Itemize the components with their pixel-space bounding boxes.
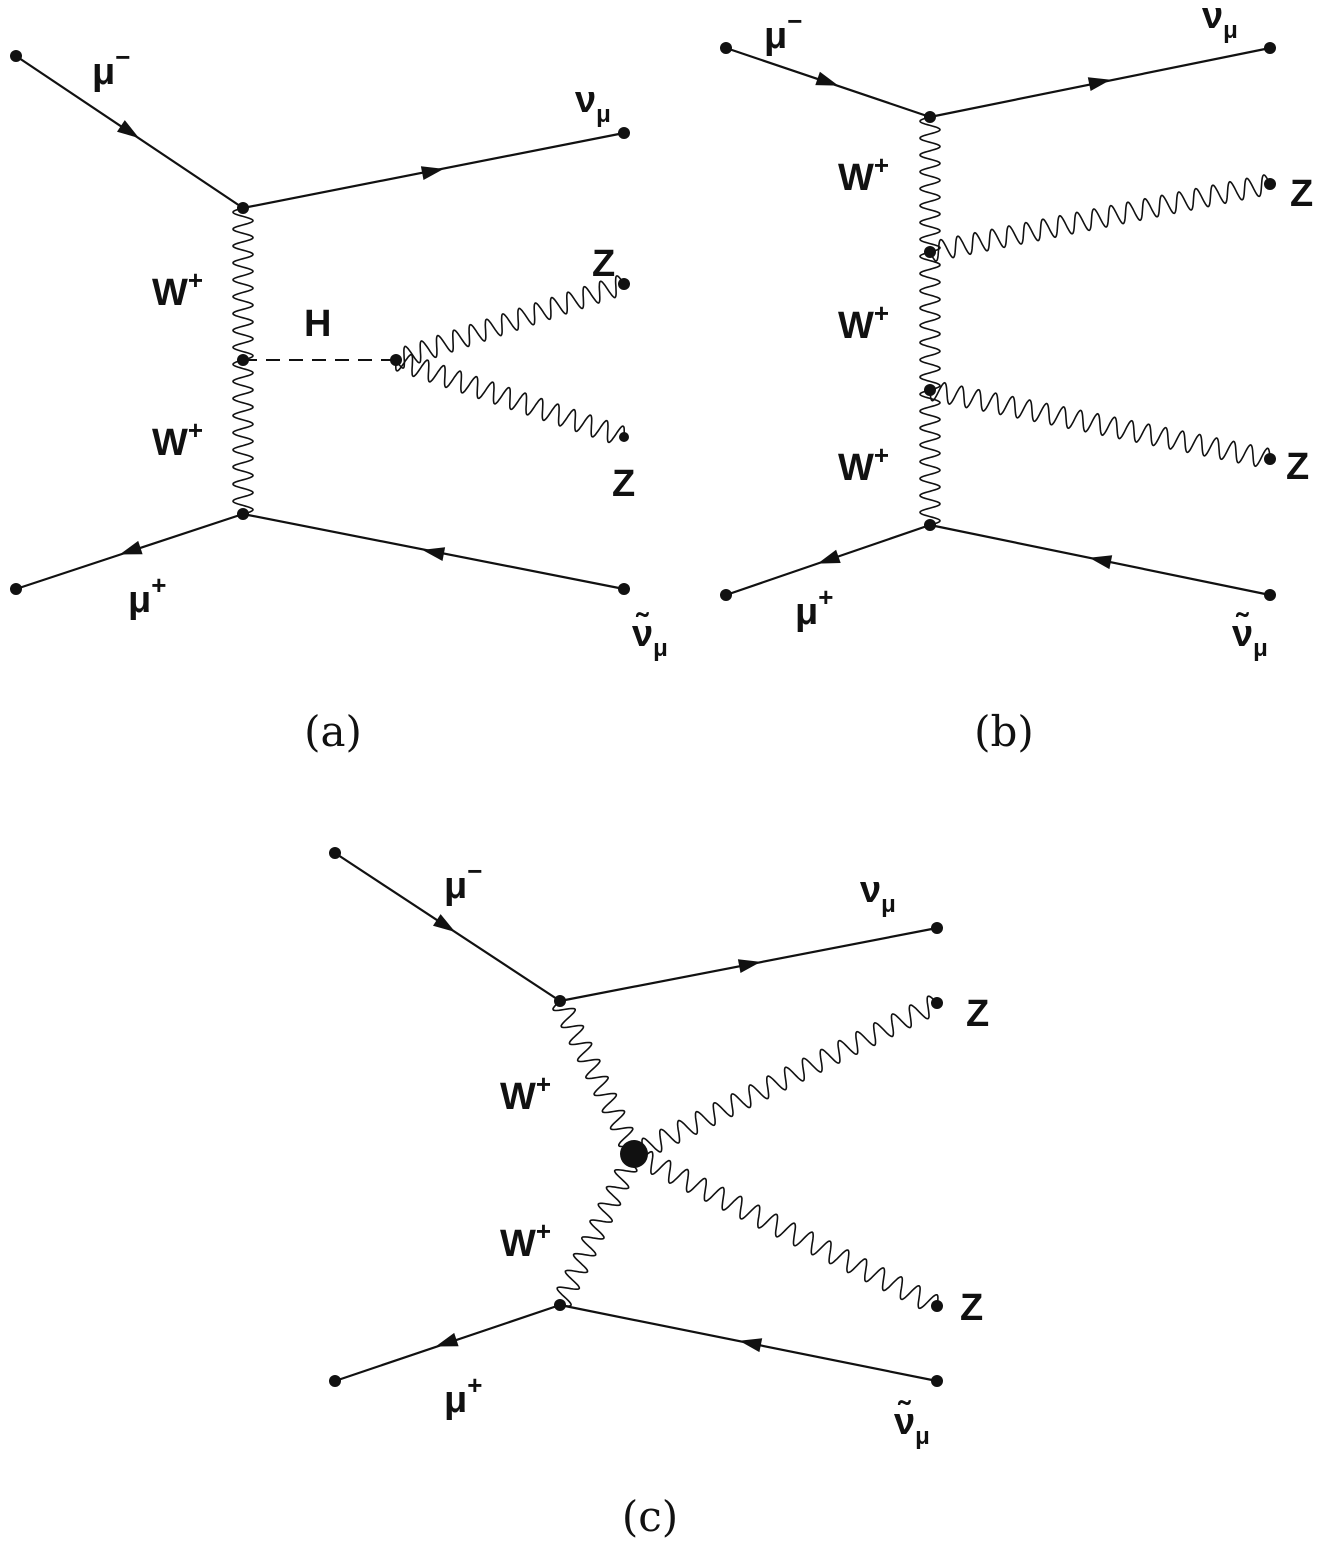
b-vertex-neutrino-out xyxy=(1264,42,1276,54)
a-label-z-upper: Z xyxy=(592,243,615,285)
a-vertex-higgs-z xyxy=(390,354,402,366)
c-vertex-lower xyxy=(554,1299,566,1311)
a-arrow-antimuon xyxy=(119,540,143,555)
c-w-propagator-upper xyxy=(552,1000,642,1155)
diagram-a: μ− νμ W+ H Z W+ Z μ+ ν̃μ (a) xyxy=(10,42,668,756)
b-label-w-plus-bottom: W+ xyxy=(838,440,889,489)
b-label-z-upper: Z xyxy=(1290,173,1313,215)
b-vertex-antineutrino xyxy=(1264,589,1276,601)
c-label-w-plus-upper: W+ xyxy=(500,1069,551,1118)
b-label-mu-plus: μ+ xyxy=(795,582,833,633)
c-vertex-antimuon xyxy=(329,1375,341,1387)
b-label-mu-minus: μ− xyxy=(764,6,802,57)
b-vertex-antimuon xyxy=(720,589,732,601)
c-label-mu-plus: μ+ xyxy=(444,1370,482,1421)
b-w-propagator-bottom xyxy=(919,389,941,526)
a-arrow-neutrino-out xyxy=(420,166,444,180)
c-label-mu-minus: μ− xyxy=(444,856,482,907)
b-label-antineutrino: ν̃μ xyxy=(1232,611,1268,662)
a-label-antineutrino: ν̃μ xyxy=(632,611,668,662)
a-w-propagator-bottom xyxy=(232,359,254,515)
caption-c: (c) xyxy=(622,1492,678,1541)
b-z-boson-upper xyxy=(929,174,1271,262)
c-vertex-z-lower xyxy=(931,1300,943,1312)
c-z-boson-upper xyxy=(633,995,938,1162)
c-label-antineutrino: ν̃μ xyxy=(894,1399,930,1450)
b-arrow-antimuon xyxy=(817,549,841,564)
c-vertex-quartic xyxy=(620,1140,648,1168)
b-label-w-plus-top: W+ xyxy=(838,150,889,199)
a-z-boson-upper xyxy=(395,275,625,369)
c-z-boson-lower xyxy=(632,1150,939,1310)
b-arrow-antineutrino xyxy=(1089,555,1113,570)
c-arrow-antimuon xyxy=(435,1332,459,1347)
c-arrow-antineutrino xyxy=(739,1338,763,1353)
a-arrow-antineutrino xyxy=(422,547,446,561)
a-vertex-muon-in xyxy=(10,50,22,62)
caption-a: (a) xyxy=(304,707,362,756)
a-label-z-lower: Z xyxy=(612,463,635,505)
a-vertex-upper xyxy=(237,202,249,214)
a-label-w-plus-upper: W+ xyxy=(152,265,203,314)
a-w-propagator-top xyxy=(232,207,254,361)
b-label-nu-mu: νμ xyxy=(1202,0,1238,44)
a-vertex-higgs-w xyxy=(237,354,249,366)
a-label-higgs: H xyxy=(304,303,331,345)
b-vertex-lower xyxy=(924,519,936,531)
c-vertex-z-upper xyxy=(931,997,943,1009)
a-vertex-antineutrino xyxy=(618,583,630,595)
c-vertex-neutrino-out xyxy=(931,922,943,934)
b-vertex-z-upper-w xyxy=(924,246,936,258)
a-label-w-plus-lower: W+ xyxy=(152,415,203,464)
a-label-nu-mu: νμ xyxy=(575,79,611,128)
a-vertex-lower xyxy=(237,508,249,520)
c-label-z-lower: Z xyxy=(960,1287,983,1329)
b-label-w-plus-middle: W+ xyxy=(838,298,889,347)
a-vertex-z-lower xyxy=(619,432,629,442)
b-vertex-z-upper-end xyxy=(1264,178,1276,190)
b-vertex-muon-in xyxy=(720,42,732,54)
c-label-z-upper: Z xyxy=(966,993,989,1035)
b-label-z-lower: Z xyxy=(1286,446,1309,488)
diagram-c: μ− νμ Z W+ W+ Z μ+ ν̃μ (c) xyxy=(329,847,989,1541)
a-label-mu-minus: μ− xyxy=(92,42,130,93)
b-z-boson-lower xyxy=(929,381,1271,468)
a-vertex-antimuon xyxy=(10,583,22,595)
b-vertex-z-lower-end xyxy=(1264,453,1276,465)
c-vertex-muon-in xyxy=(329,847,341,859)
c-vertex-antineutrino xyxy=(931,1375,943,1387)
b-vertex-upper xyxy=(924,111,936,123)
diagram-b: μ− νμ W+ Z W+ W+ Z μ+ ν̃μ (b) xyxy=(720,0,1313,756)
c-label-w-plus-lower: W+ xyxy=(500,1216,551,1265)
c-vertex-upper xyxy=(554,995,566,1007)
c-arrow-muon-in xyxy=(433,914,456,932)
a-arrow-muon-in xyxy=(117,120,140,139)
a-z-boson-lower xyxy=(395,353,625,444)
c-w-propagator-lower xyxy=(556,1152,638,1307)
a-label-mu-plus: μ+ xyxy=(128,570,166,621)
b-vertex-z-lower-w xyxy=(924,384,936,396)
a-vertex-neutrino-out xyxy=(618,127,630,139)
b-w-propagator-top xyxy=(919,116,941,253)
a-vertex-z-upper xyxy=(618,278,630,290)
c-arrow-neutrino-out xyxy=(737,959,761,973)
b-arrow-neutrino-out xyxy=(1087,77,1111,91)
c-label-nu-mu: νμ xyxy=(860,869,896,918)
b-arrow-muon-in xyxy=(815,71,839,86)
b-w-propagator-middle xyxy=(919,251,941,391)
caption-b: (b) xyxy=(974,707,1034,756)
